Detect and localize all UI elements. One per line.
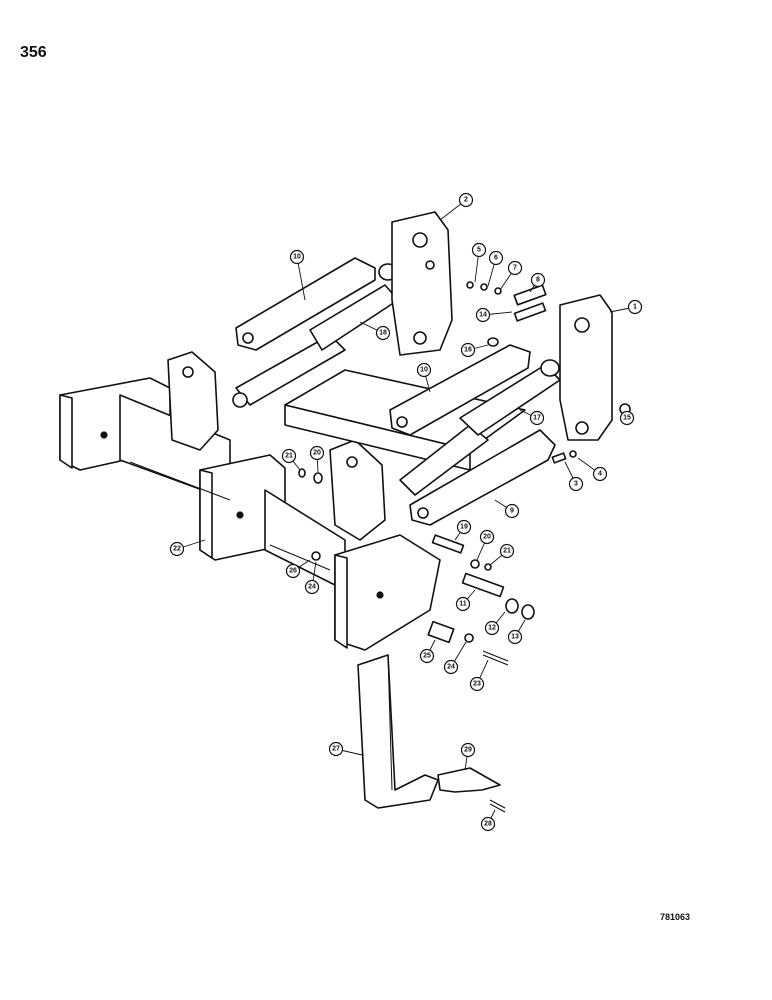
svg-text:4: 4 [598, 471, 602, 478]
svg-text:2: 2 [464, 197, 468, 204]
callout-16-right: 16 [460, 342, 476, 358]
svg-text:16: 16 [464, 347, 472, 354]
callout-4: 4 [592, 466, 608, 482]
page-number: 356 [20, 44, 47, 61]
svg-text:8: 8 [536, 277, 540, 284]
callout-28: 28 [480, 816, 496, 832]
svg-text:22: 22 [173, 546, 181, 553]
callout-26: 26 [285, 563, 301, 579]
callout-29: 29 [460, 742, 476, 758]
tooth-29 [437, 767, 506, 813]
callout-6: 6 [488, 250, 504, 266]
svg-text:3: 3 [574, 481, 578, 488]
main-beam [59, 377, 441, 651]
callout-24-lower: 24 [443, 659, 459, 675]
callout-24-upper: 24 [304, 579, 320, 595]
callout-20-upper: 20 [309, 445, 325, 461]
svg-text:9: 9 [510, 508, 514, 515]
svg-text:28: 28 [484, 821, 492, 828]
shank-27 [357, 654, 439, 809]
hardware [298, 281, 631, 666]
side-frame-2 [391, 211, 453, 356]
callout-9: 9 [504, 503, 520, 519]
svg-text:20: 20 [313, 450, 321, 457]
callout-1: 1 [627, 299, 643, 315]
callout-22: 22 [169, 541, 185, 557]
callout-10-upper: 10 [289, 249, 305, 265]
svg-text:18: 18 [379, 330, 387, 337]
link-arm-18 [235, 257, 376, 351]
svg-text:14: 14 [479, 312, 487, 319]
svg-text:12: 12 [488, 625, 496, 632]
lower-link-9 [409, 429, 556, 526]
svg-text:10: 10 [293, 254, 301, 261]
callout-3: 3 [568, 476, 584, 492]
callout-7: 7 [507, 260, 523, 276]
svg-text:6: 6 [494, 255, 498, 262]
callout-5: 5 [471, 242, 487, 258]
callout-12: 12 [484, 620, 500, 636]
svg-text:10: 10 [420, 367, 428, 374]
svg-text:5: 5 [477, 247, 481, 254]
callout-17: 17 [529, 410, 545, 426]
svg-text:26: 26 [289, 568, 297, 575]
callout-25: 25 [419, 648, 435, 664]
figure-code: 781063 [660, 912, 691, 922]
side-frame-1 [559, 294, 613, 441]
svg-text:20: 20 [483, 534, 491, 541]
callout-19: 19 [456, 519, 472, 535]
callout-21-lower: 21 [499, 543, 515, 559]
callout-10-middle: 10 [416, 362, 432, 378]
svg-text:25: 25 [423, 653, 431, 660]
callout-15: 15 [619, 410, 635, 426]
svg-text:19: 19 [460, 524, 468, 531]
svg-text:11: 11 [459, 601, 467, 608]
cylinder-right [399, 359, 561, 496]
cylinder-left [232, 263, 399, 408]
callout-2: 2 [458, 192, 474, 208]
svg-text:17: 17 [533, 415, 541, 422]
svg-text:24: 24 [308, 584, 316, 591]
svg-text:23: 23 [473, 681, 481, 688]
callout-20-lower: 20 [479, 529, 495, 545]
callout-14: 14 [475, 307, 491, 323]
callout-23: 23 [469, 676, 485, 692]
svg-text:7: 7 [513, 265, 517, 272]
callout-8: 8 [530, 272, 546, 288]
svg-text:1: 1 [633, 304, 637, 311]
svg-text:15: 15 [623, 415, 631, 422]
callout-27: 27 [328, 741, 344, 757]
callout-11: 11 [455, 596, 471, 612]
callout-13: 13 [507, 629, 523, 645]
svg-text:24: 24 [447, 664, 455, 671]
mount-brackets [167, 351, 386, 541]
svg-text:29: 29 [464, 747, 472, 754]
svg-text:21: 21 [503, 548, 511, 555]
svg-text:13: 13 [511, 634, 519, 641]
svg-text:27: 27 [332, 746, 340, 753]
svg-text:21: 21 [285, 453, 293, 460]
link-arm-10 [389, 344, 531, 436]
callout-18: 18 [375, 325, 391, 341]
callout-21-upper: 21 [281, 448, 297, 464]
